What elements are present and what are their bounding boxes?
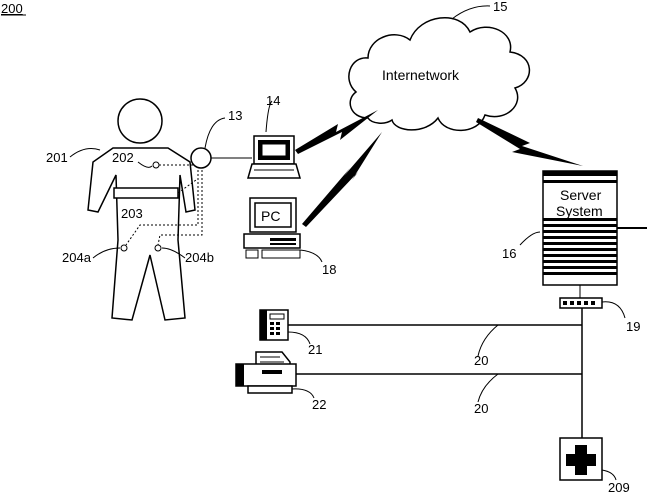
ref-22: 22: [312, 397, 326, 412]
fax-machine-icon: [236, 352, 296, 393]
lightning-bolt-icon: [295, 110, 378, 154]
ref-13: 13: [228, 108, 242, 123]
ref-14: 14: [266, 93, 280, 108]
lightning-bolt-icon: [476, 118, 583, 166]
ref-15: 15: [493, 0, 507, 14]
server-label-line2: System: [556, 203, 603, 219]
lightning-bolt-icon: [302, 132, 382, 227]
cloud-label: Internetwork: [382, 67, 460, 83]
medical-cross-icon: [560, 438, 602, 480]
network-hub-icon: [560, 298, 602, 308]
ref-16: 16: [502, 246, 516, 261]
ref-209: 209: [608, 480, 630, 495]
laptop-icon: [248, 136, 300, 178]
ref-204b: 204b: [185, 250, 214, 265]
ref-202: 202: [112, 150, 134, 165]
ref-20-lower: 20: [474, 401, 488, 416]
person-figure: [88, 99, 202, 320]
figure-number: 200: [1, 1, 23, 16]
ref-18: 18: [322, 262, 336, 277]
telephone-icon: [260, 310, 288, 340]
ref-204a: 204a: [62, 250, 92, 265]
ref-21: 21: [308, 342, 322, 357]
ref-20-upper: 20: [474, 353, 488, 368]
ref-203: 203: [121, 206, 143, 221]
ref-19: 19: [626, 319, 640, 334]
patient-hub-node: [191, 148, 211, 168]
pc-label: PC: [261, 208, 280, 224]
server-label-line1: Server: [560, 187, 602, 203]
ref-201: 201: [46, 150, 68, 165]
desktop-pc-icon: [244, 198, 300, 258]
